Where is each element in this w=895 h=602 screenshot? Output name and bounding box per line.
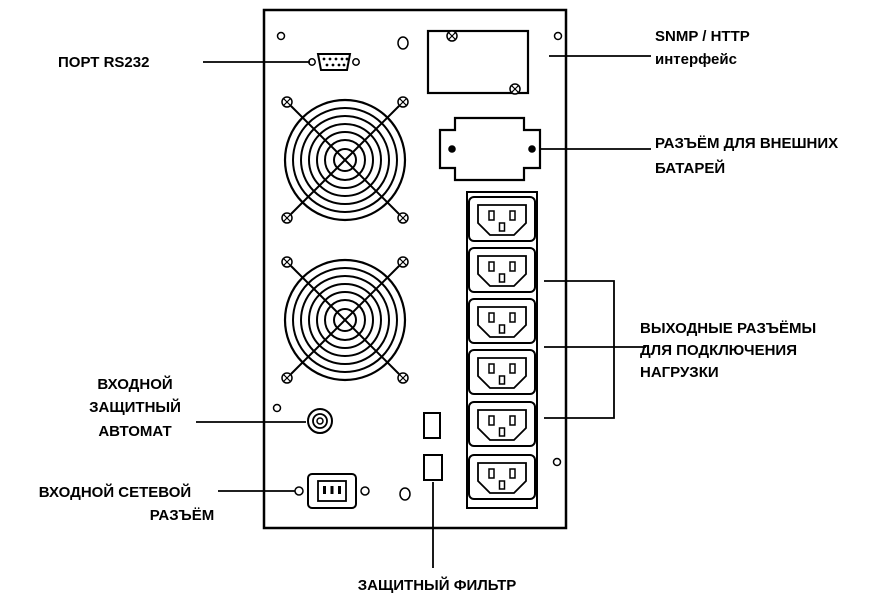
fan-bottom-icon bbox=[282, 257, 408, 383]
input-breaker-label-line2: ЗАЩИТНЫЙ bbox=[89, 398, 181, 416]
output-socket-icon bbox=[468, 247, 536, 293]
output-sockets-label-line3: НАГРУЗКИ bbox=[640, 364, 719, 381]
output-sockets bbox=[466, 191, 538, 509]
fan-top-icon bbox=[282, 97, 408, 223]
input-power-connector-icon bbox=[294, 473, 370, 509]
snmp-interface-label-line1: SNMP / HTTP bbox=[655, 28, 750, 45]
surge-filter-label: ЗАЩИТНЫЙ ФИЛЬТР bbox=[358, 576, 516, 594]
input-connector-label-line1: ВХОДНОЙ СЕТЕВОЙ bbox=[39, 483, 191, 501]
output-socket-icon bbox=[468, 454, 536, 500]
output-socket-icon bbox=[468, 401, 536, 447]
output-sockets-label-line1: ВЫХОДНЫЕ РАЗЪЁМЫ bbox=[640, 320, 816, 337]
input-breaker-label-line3: АВТОМАТ bbox=[98, 423, 171, 440]
battery-connector-icon bbox=[438, 116, 542, 182]
output-socket-icon bbox=[468, 196, 536, 242]
output-socket-icon bbox=[468, 349, 536, 395]
rs232-port-label: ПОРТ RS232 bbox=[58, 54, 149, 71]
rs232-port-icon bbox=[308, 53, 360, 71]
battery-connector-label-line1: РАЗЪЁМ ДЛЯ ВНЕШНИХ bbox=[655, 135, 838, 152]
output-socket-icon bbox=[468, 298, 536, 344]
output-sockets-label-line2: ДЛЯ ПОДКЛЮЧЕНИЯ bbox=[640, 342, 797, 359]
surge-filter-ports-icon bbox=[423, 412, 443, 481]
snmp-slot-icon bbox=[426, 29, 530, 95]
snmp-interface-label-line2: интерфейс bbox=[655, 51, 737, 68]
leader-lines bbox=[196, 55, 651, 568]
input-connector-label-line2: РАЗЪЁМ bbox=[150, 507, 215, 524]
input-breaker-icon bbox=[307, 408, 333, 434]
battery-connector-label-line2: БАТАРЕЙ bbox=[655, 159, 725, 177]
input-breaker-label-line1: ВХОДНОЙ bbox=[97, 375, 172, 393]
